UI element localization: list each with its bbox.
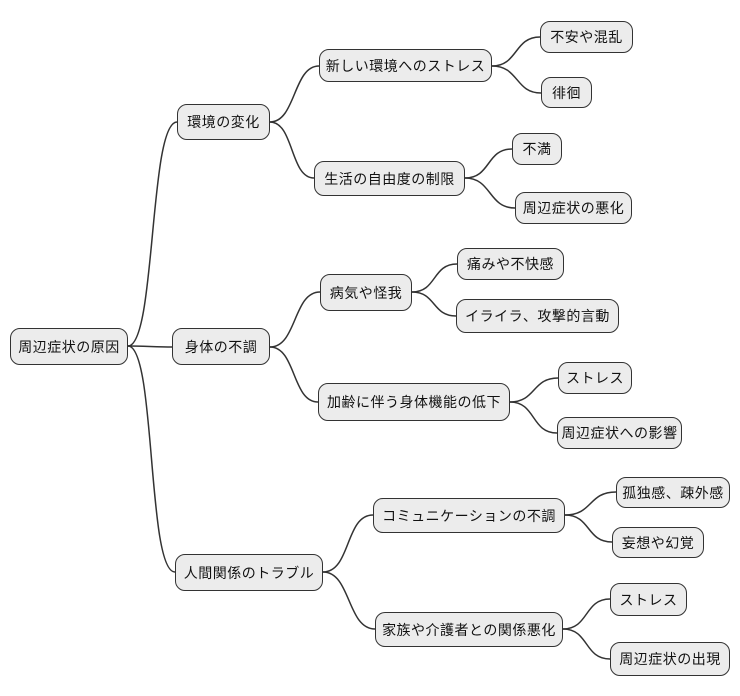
node-aging-decline: 加齢に伴う身体機能の低下 (318, 383, 510, 421)
node-anxiety-confusion: 不安や混乱 (540, 21, 633, 53)
node-symptom-influence: 周辺症状への影響 (557, 417, 682, 449)
edge-relationship-family (322, 571, 376, 630)
node-symptom-worsening: 周辺症状の悪化 (515, 192, 632, 224)
edge-env-newenv (269, 65, 320, 123)
edge-aging-stress (509, 377, 559, 403)
edge-communication-delusion (564, 514, 613, 543)
node-physical-trouble: 身体の不調 (172, 328, 270, 365)
node-illness-injury: 病気や怪我 (320, 274, 412, 311)
node-freedom-limit: 生活の自由度の制限 (314, 161, 465, 196)
node-stress-family: ストレス (610, 583, 687, 616)
edge-root-env-change (127, 121, 178, 347)
node-family-caregiver: 家族や介護者との関係悪化 (375, 612, 563, 647)
node-env-change: 環境の変化 (177, 104, 270, 140)
edge-physical-illness (269, 291, 321, 348)
edge-newenv-wandering (491, 65, 542, 94)
edge-freedom-dissatisfaction (464, 148, 513, 179)
node-pain-discomfort: 痛みや不快感 (457, 248, 564, 280)
edge-illness-irritability (411, 291, 457, 317)
edge-freedom-worsening (464, 177, 516, 209)
edge-illness-pain (411, 263, 458, 293)
node-loneliness-alienation: 孤独感、疎外感 (616, 477, 730, 508)
edge-env-freedom (269, 121, 315, 179)
edge-family-stress (562, 598, 611, 630)
node-symptom-appearance: 周辺症状の出現 (610, 642, 730, 676)
edge-communication-loneliness (564, 491, 617, 516)
node-relationship-trouble: 人間関係のトラブル (175, 554, 323, 591)
node-stress-aging: ストレス (558, 362, 632, 394)
node-delusion-hallucination: 妄想や幻覚 (612, 527, 704, 558)
edge-family-appearance (562, 628, 611, 660)
edge-aging-influence (509, 401, 558, 434)
node-irritability-aggression: イライラ、攻撃的言動 (456, 299, 619, 333)
node-new-env-stress: 新しい環境へのストレス (319, 49, 492, 82)
node-wandering: 徘徊 (541, 77, 592, 108)
edge-relationship-communication (322, 514, 374, 573)
edge-newenv-anxiety (491, 36, 541, 67)
edge-root-physical (127, 345, 173, 348)
node-communication-trouble: コミュニケーションの不調 (373, 498, 565, 533)
node-dissatisfaction: 不満 (512, 133, 562, 165)
edge-physical-aging (269, 346, 319, 403)
edge-root-relationship (127, 345, 176, 573)
node-root: 周辺症状の原因 (10, 328, 128, 365)
